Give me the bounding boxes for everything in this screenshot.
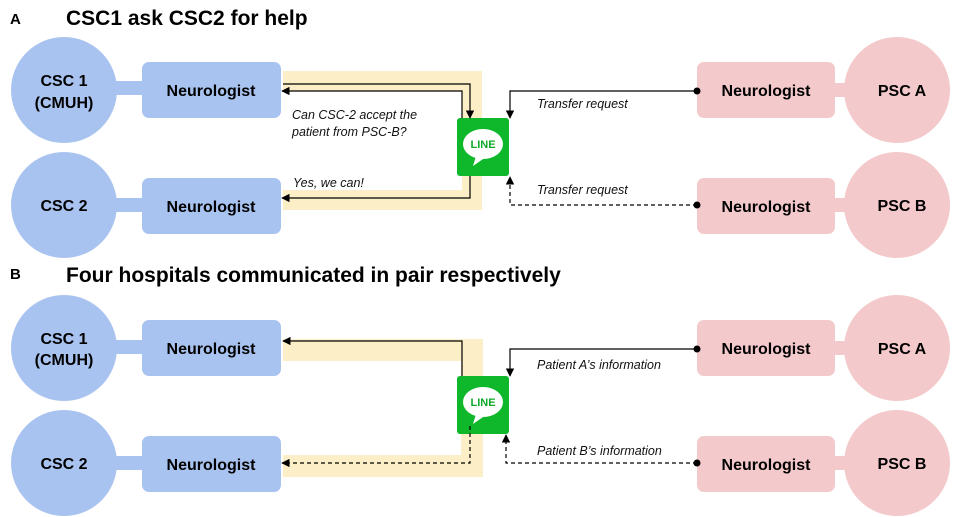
csc2-neurologist-label: Neurologist (167, 199, 257, 216)
pscb-label-b: PSC B (878, 456, 927, 473)
arrow-line-to-csc2 (281, 176, 471, 203)
csc2-neurologist-box (142, 178, 281, 234)
psca-node (844, 37, 950, 143)
csc1-neurologist-label-b: Neurologist (167, 341, 257, 358)
panel-b: B Four hospitals communicated in pair re… (10, 264, 950, 516)
csc1-node-b (11, 295, 117, 401)
line-app-label-b: LINE (470, 397, 495, 409)
csc1-sublabel: (CMUH) (35, 95, 94, 112)
pscb-label: PSC B (878, 198, 927, 215)
psca-node-b (844, 295, 950, 401)
csc2-neurologist-box-b (142, 436, 281, 492)
csc1-neurologist-box (142, 62, 281, 118)
psca-connection-dot (693, 87, 701, 95)
msg-transfer-request-b: Transfer request (537, 183, 628, 197)
pscb-neurologist-box-b (697, 436, 835, 492)
msg-can-csc2-accept-line2: patient from PSC-B? (291, 125, 407, 139)
csc2-node-b (11, 410, 117, 516)
msg-can-csc2-accept-line1: Can CSC-2 accept the (292, 108, 417, 122)
panel-b-title: Four hospitals communicated in pair resp… (66, 264, 561, 287)
panel-b-highlight-band (283, 339, 483, 477)
pscb-connection-dot (693, 201, 701, 209)
pscb-node (844, 152, 950, 258)
panel-b-letter: B (10, 266, 21, 283)
csc2-label: CSC 2 (40, 198, 87, 215)
arrow-line-to-csc2-b (281, 426, 471, 468)
pscb-neurologist-label: Neurologist (722, 199, 812, 216)
csc1-label: CSC 1 (40, 73, 87, 90)
panel-a: A CSC1 ask CSC2 for help CSC 1 (CMUH) Ne… (10, 7, 950, 258)
panel-a-title: CSC1 ask CSC2 for help (66, 7, 308, 30)
psca-neurologist-label-b: Neurologist (722, 341, 812, 358)
arrow-line-to-csc1 (281, 86, 463, 118)
line-app-icon-b: LINE (457, 376, 509, 434)
csc2-node (11, 152, 117, 258)
msg-patient-a-information: Patient A’s information (537, 358, 661, 372)
pscb-neurologist-label-b: Neurologist (722, 457, 812, 474)
psca-neurologist-box (697, 62, 835, 118)
pscb-neurologist-box (697, 178, 835, 234)
csc1-neurologist-box-b (142, 320, 281, 376)
csc1-node (11, 37, 117, 143)
arrow-psca-to-line (505, 90, 697, 119)
line-app-label: LINE (470, 139, 495, 151)
pscb-connection-dot-b (693, 459, 701, 467)
arrow-pscb-to-line-b (501, 434, 697, 464)
psca-neurologist-box-b (697, 320, 835, 376)
psca-neurologist-label: Neurologist (722, 83, 812, 100)
csc2-neurologist-label-b: Neurologist (167, 457, 257, 474)
arrow-line-to-csc1-b (282, 336, 463, 376)
psca-connection-dot-b (693, 345, 701, 353)
line-app-icon: LINE (457, 118, 509, 176)
csc2-label-b: CSC 2 (40, 456, 87, 473)
panel-a-letter: A (10, 11, 21, 28)
arrow-psca-to-line-b (505, 348, 697, 377)
psca-label: PSC A (878, 83, 927, 100)
pscb-node-b (844, 410, 950, 516)
arrow-pscb-to-line (505, 176, 697, 206)
csc1-sublabel-b: (CMUH) (35, 352, 94, 369)
msg-transfer-request-a: Transfer request (537, 97, 628, 111)
arrow-csc1-to-line (283, 83, 475, 119)
psca-label-b: PSC A (878, 341, 927, 358)
msg-yes-we-can: Yes, we can! (293, 176, 364, 190)
csc1-neurologist-label: Neurologist (167, 83, 257, 100)
msg-patient-b-information: Patient B’s information (537, 444, 662, 458)
csc1-label-b: CSC 1 (40, 331, 87, 348)
